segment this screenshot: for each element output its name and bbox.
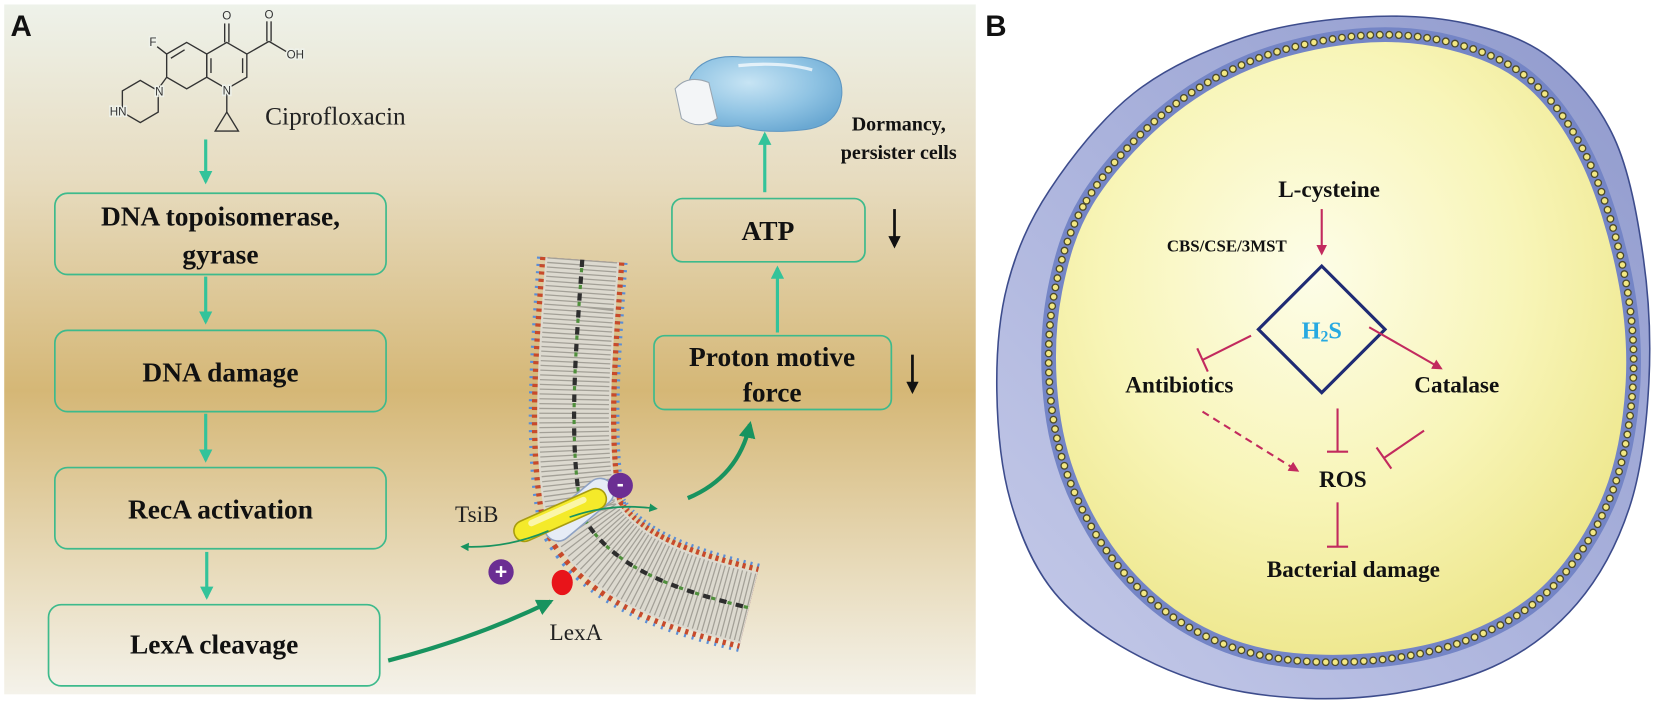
atom-n-piperazine: N: [155, 86, 163, 99]
ciprofloxacin-structure: O O OH F N N HN: [108, 7, 306, 132]
tsib-highlight: [528, 496, 587, 527]
dormancy-label-line2: persister cells: [841, 142, 957, 164]
box-topoisomerase-line2: gyrase: [182, 239, 258, 269]
membrane-lipid-dots: [1045, 32, 1637, 665]
box-atp: [671, 197, 866, 263]
positive-charge-sign: +: [495, 560, 507, 583]
atom-o-acid: O: [264, 9, 273, 22]
positive-charge-circle: [488, 559, 514, 585]
box-pmf-line1: Proton motive: [689, 342, 855, 372]
panel-b: B L-cysteine CBS/CSE/3MST H2S Antibiotic…: [985, 10, 1651, 700]
arrow-lexa-to-membrane: [387, 599, 554, 663]
piperazine-ring: [121, 79, 159, 124]
inhibit-bar-antibiotics: [1196, 347, 1209, 372]
dashed-arrow-antibiotics-to-ros: [1201, 410, 1300, 472]
box-lexa-cleavage: [47, 603, 381, 687]
lexa-protein: [551, 569, 573, 596]
h2s-end: S: [1328, 317, 1342, 344]
dormant-cell-illustration: [674, 56, 843, 132]
tsib-arrow-right: [569, 503, 658, 518]
panel-label-a: A: [11, 10, 32, 43]
tsib-arrow-left: [460, 530, 549, 552]
negative-charge-circle: [607, 472, 633, 499]
dormant-cell-highlight: [738, 62, 813, 72]
h2s-diamond: [1256, 263, 1388, 395]
box-reca-activation-label: RecA activation: [128, 495, 313, 525]
l-cysteine-label: L-cysteine: [1278, 177, 1380, 203]
h2s-subscript: 2: [1320, 328, 1328, 345]
tsib-label: TsiB: [455, 502, 498, 528]
inhibit-catalase-ros: [1383, 429, 1425, 459]
box-lexa-cleavage-label: LexA cleavage: [130, 630, 298, 660]
atom-n-ring: N: [223, 84, 231, 97]
h2s-main: H: [1302, 317, 1321, 344]
cyclopropyl-ring: [213, 110, 240, 132]
tsib-protein: [513, 477, 615, 543]
h2s-label: H2S: [1302, 317, 1342, 345]
drug-name: Ciprofloxacin: [265, 102, 406, 130]
fluoro-bond: [156, 46, 168, 55]
dormancy-label-line1: Dormancy,: [852, 114, 946, 136]
panel-a: A O O OH F N N HN Ciproflo: [4, 4, 976, 695]
box-pmf-line2: force: [743, 378, 802, 408]
cell-cytoplasm: [1048, 34, 1634, 663]
double-bond: [170, 49, 185, 59]
box-atp-label: ATP: [742, 216, 795, 246]
membrane-center-green: [572, 259, 750, 610]
negative-charge-sign: -: [617, 473, 624, 496]
arrow-h2s-to-catalase: [1368, 326, 1443, 370]
bacterial-damage-label: Bacterial damage: [1267, 557, 1440, 583]
box-topoisomerase-line1: DNA topoisomerase,: [101, 201, 340, 231]
box-topoisomerase: [54, 192, 387, 276]
enzymes-label: CBS/CSE/3MST: [1167, 237, 1287, 256]
box-reca-activation: [54, 466, 387, 550]
catalase-label: Catalase: [1414, 372, 1499, 398]
lexa-label: LexA: [550, 620, 603, 646]
dormant-cell-cap: [674, 78, 718, 126]
arrow-membrane-to-pmf: [686, 420, 756, 501]
box-dna-damage-label: DNA damage: [142, 358, 298, 388]
box-dna-damage: [54, 329, 387, 413]
inhibit-bar-catalase-ros: [1375, 446, 1393, 470]
ros-label: ROS: [1319, 467, 1367, 493]
atom-f: F: [149, 36, 156, 49]
piperazine-bond: [157, 76, 168, 90]
atom-o-keto: O: [222, 10, 231, 23]
atom-oh: OH: [287, 49, 304, 62]
acid-bond: [246, 40, 270, 55]
antibiotics-label: Antibiotics: [1125, 372, 1233, 398]
box-proton-motive-force: [653, 334, 893, 411]
atom-hn: HN: [110, 106, 127, 119]
acid-bond: [268, 40, 288, 53]
panel-label-b: B: [985, 10, 1006, 43]
inhibit-h2s-antibiotics: [1202, 334, 1252, 361]
